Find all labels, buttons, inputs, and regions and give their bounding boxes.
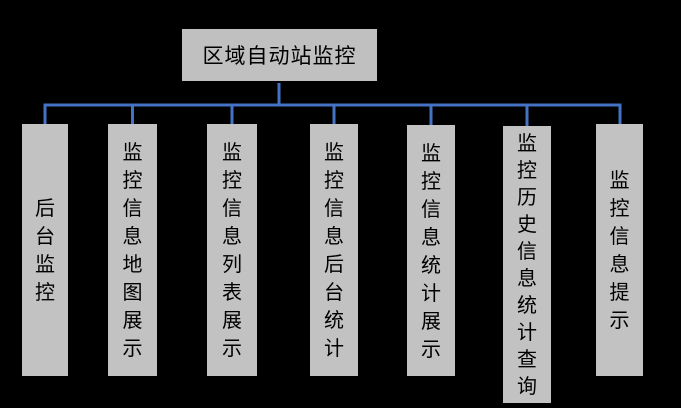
horizontal-rail-line <box>43 103 622 124</box>
node-monitor-info-backend-stats: 监控信息后台统计 <box>310 124 358 376</box>
node-monitor-info-list-display: 监控信息列表展示 <box>207 124 257 376</box>
root-node-label: 区域自动站监控 <box>202 44 357 68</box>
node-label: 后台监控 <box>35 196 55 304</box>
node-label: 监控信息地图展示 <box>122 140 143 360</box>
node-monitor-info-alert: 监控信息提示 <box>596 124 643 376</box>
node-label: 监控信息提示 <box>609 168 630 332</box>
node-backend-monitoring: 后台监控 <box>22 124 68 376</box>
node-label: 监控历史信息统计查询 <box>517 130 537 398</box>
connector-group <box>43 83 622 126</box>
node-monitor-history-stats-query: 监控历史信息统计查询 <box>503 126 551 403</box>
node-monitor-info-stats-display: 监控信息统计展示 <box>407 125 455 376</box>
node-label: 监控信息列表展示 <box>222 140 242 360</box>
root-node: 区域自动站监控 <box>180 27 379 83</box>
node-label: 监控信息统计展示 <box>421 140 441 361</box>
child-stub-lines <box>43 105 529 126</box>
node-label: 监控信息后台统计 <box>324 140 344 360</box>
node-monitor-info-map-display: 监控信息地图展示 <box>108 124 157 376</box>
